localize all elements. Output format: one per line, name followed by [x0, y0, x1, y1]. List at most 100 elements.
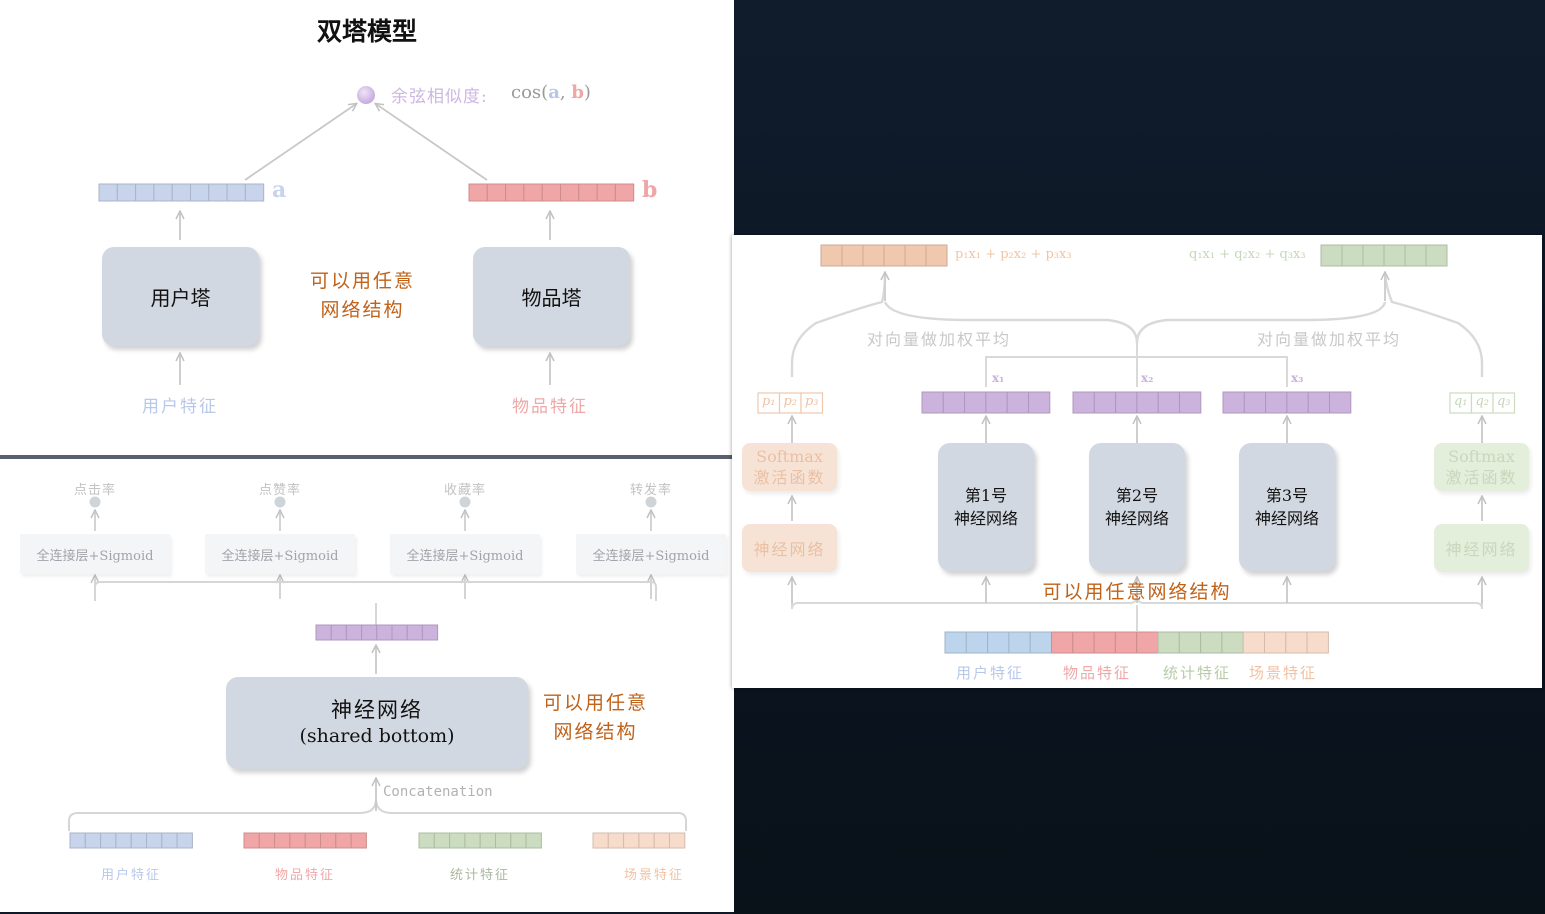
- head-target-label: 点击率: [73, 483, 116, 498]
- user-vector-cell: [226, 183, 246, 202]
- shared-output-vector: [315, 624, 439, 641]
- expert-output-label: x₁: [992, 371, 1005, 385]
- gate-weight-vectors: [757, 392, 1516, 414]
- feature-vector-cell: [320, 832, 337, 849]
- expert-label: 神经网络: [1104, 509, 1169, 528]
- cos-arg-b: b: [571, 82, 584, 103]
- feature-vector-cell: [510, 832, 527, 849]
- feature-label: 统计特征: [449, 868, 510, 883]
- user-tower-label: 用户塔: [150, 286, 211, 310]
- input-vector-cell: [1157, 631, 1180, 654]
- expert-output-vector-cell: [1136, 391, 1159, 414]
- left-output-vector-cell: [841, 244, 864, 267]
- softmax-label: Softmax: [756, 447, 823, 466]
- input-vector-cell: [1029, 631, 1053, 654]
- expert-output-vector-cell: [1243, 391, 1267, 414]
- shared-vector-cell: [391, 624, 408, 641]
- input-vector-cell: [1285, 631, 1308, 654]
- expert-output-vector-cell: [942, 391, 966, 414]
- mmoe-panel: p₁x₁ + p₂x₂ + p₃x₃ q₁x₁ + q₂x₂ + q₃x₃ 对向…: [732, 235, 1542, 688]
- expert-output-vector-cell: [1093, 391, 1117, 414]
- expert-output-vector-cell: [1307, 391, 1331, 414]
- bottom-fanout-bracket: [94, 581, 657, 601]
- left-output-vector-cell: [904, 244, 927, 267]
- network-label: 神经网络: [331, 698, 423, 722]
- feature-label: 场景特征: [623, 868, 684, 883]
- feature-vector-cell: [146, 832, 163, 849]
- gate-network-label: 神经网络: [753, 540, 826, 559]
- shared-vector-cell: [315, 624, 332, 641]
- item-features-label: 物品特征: [512, 397, 588, 417]
- two-tower-diagram: [98, 86, 635, 385]
- input-vector-cell: [1114, 631, 1138, 654]
- cosine-formula: cos(a, b): [511, 82, 591, 103]
- task-heads: [89, 496, 657, 599]
- gate-weight-cell: [800, 392, 824, 414]
- right-gate-curve: [1383, 274, 1484, 377]
- user-tower-box: 用户塔: [102, 247, 259, 346]
- head-target-label: 收藏率: [443, 483, 486, 498]
- right-softmax-box: Softmax 激活函数: [1434, 443, 1529, 491]
- right-gate-network-box: 神经网络: [1434, 524, 1529, 572]
- fc-sigmoid-box: 全连接层+Sigmoid: [20, 534, 170, 574]
- input-vector-cell: [1178, 631, 1202, 654]
- item-tower-box: 物品塔: [473, 247, 630, 346]
- input-vector-cell: [1242, 631, 1266, 654]
- left-expert-curve: [883, 301, 1139, 344]
- feature-vector-cell: [335, 832, 352, 849]
- right-output-vector-cell: [1341, 244, 1364, 267]
- right-weighted-formula: q₁x₁ + q₂x₂ + q₃x₃: [1189, 247, 1306, 262]
- expert-output-vector-cell: [1329, 391, 1352, 414]
- shared-vector-cell: [361, 624, 378, 641]
- softmax-sublabel: 激活函数: [1445, 468, 1518, 487]
- item-vector-cell: [614, 183, 635, 202]
- input-feature-label: 物品特征: [1063, 664, 1132, 682]
- shared-vector-cell: [421, 624, 439, 641]
- feature-vector-cell: [464, 832, 481, 849]
- feature-vector-cell: [350, 832, 367, 849]
- right-output-vector-cell: [1404, 244, 1427, 267]
- shared-bottom-network-box: 神经网络 (shared bottom): [226, 677, 528, 769]
- note-line-1: 可以用任意: [309, 270, 415, 292]
- input-vector-cell: [987, 631, 1010, 654]
- input-feature-label: 场景特征: [1249, 664, 1318, 682]
- feature-vector-cell: [479, 832, 497, 849]
- left-output-vector-cell: [820, 244, 843, 267]
- input-vector-cell: [1221, 631, 1244, 654]
- head-output-node: [645, 496, 657, 508]
- network-sublabel: (shared bottom): [299, 725, 455, 747]
- item-vector-cell: [596, 183, 616, 202]
- feature-label: 用户特征: [100, 868, 161, 883]
- cos-arg-a: a: [548, 82, 560, 103]
- shared-vector-cell: [330, 624, 347, 641]
- item-vector-cell: [468, 183, 488, 202]
- input-vector-cell: [1072, 631, 1095, 654]
- concatenation-label: Concatenation: [383, 784, 493, 800]
- shared-bottom-diagram: [68, 496, 687, 849]
- feature-vector-cell: [304, 832, 322, 849]
- feature-vector-cell: [176, 832, 193, 849]
- fc-sigmoid-box: 全连接层+Sigmoid: [205, 534, 355, 574]
- user-vector-cell: [135, 183, 155, 202]
- input-feature-vectors: [69, 832, 686, 849]
- mmoe-diagram: [757, 244, 1516, 654]
- expert-output-vector-cell: [985, 391, 1008, 414]
- shared-vector-cell: [376, 624, 393, 641]
- user-vector-cell: [190, 183, 210, 202]
- item-vector-cell: [523, 183, 543, 202]
- expert-output-vector-cell: [1072, 391, 1095, 414]
- shared-vector-cell: [345, 624, 363, 641]
- expert-label: 神经网络: [953, 509, 1018, 528]
- input-feature-label: 统计特征: [1163, 664, 1232, 682]
- panel-divider: [0, 455, 734, 459]
- feature-vector-cell: [161, 832, 178, 849]
- gate-network-label: 神经网络: [1445, 540, 1518, 559]
- expert-output-label: x₂: [1141, 371, 1154, 385]
- feature-vector-cell: [495, 832, 512, 849]
- head-output-node: [89, 496, 101, 508]
- feature-vector-cell: [669, 832, 686, 849]
- user-vector-cell: [244, 183, 265, 202]
- expert-output-vector-cell: [1286, 391, 1309, 414]
- any-network-note: 可以用任意 网络结构: [528, 689, 663, 747]
- any-network-note: 可以用任意网络结构: [1042, 581, 1232, 603]
